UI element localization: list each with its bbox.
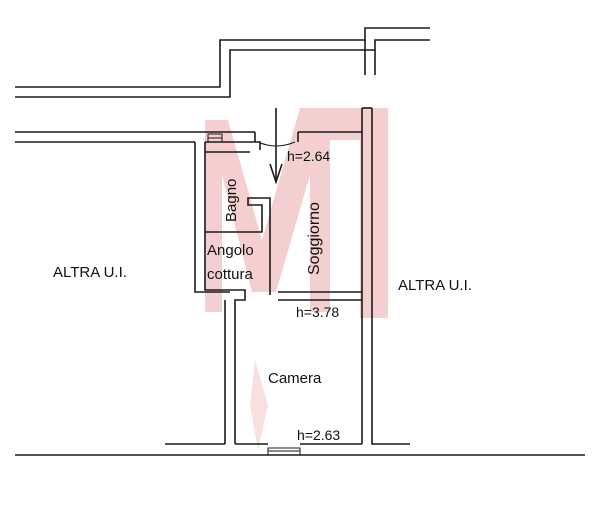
- label-angolo-cottura-line2: cottura: [207, 266, 254, 283]
- walls: [15, 27, 585, 456]
- height-camera: h=2.63: [297, 427, 340, 443]
- label-altra-ui-left: ALTRA U.I.: [53, 264, 127, 281]
- height-soggiorno: h=2.64: [287, 148, 330, 164]
- label-altra-ui-right: ALTRA U.I.: [398, 277, 472, 294]
- label-soggiorno: Soggiorno: [306, 202, 323, 275]
- down-arrow-icon: [269, 108, 283, 185]
- label-bagno: Bagno: [223, 179, 240, 222]
- watermark-logo: [205, 108, 388, 450]
- height-soggiorno-lower: h=3.78: [296, 304, 339, 320]
- label-camera: Camera: [268, 370, 322, 387]
- window-bagno: [207, 133, 223, 143]
- label-angolo-cottura-line1: Angolo: [207, 242, 254, 259]
- window-camera: [267, 447, 301, 456]
